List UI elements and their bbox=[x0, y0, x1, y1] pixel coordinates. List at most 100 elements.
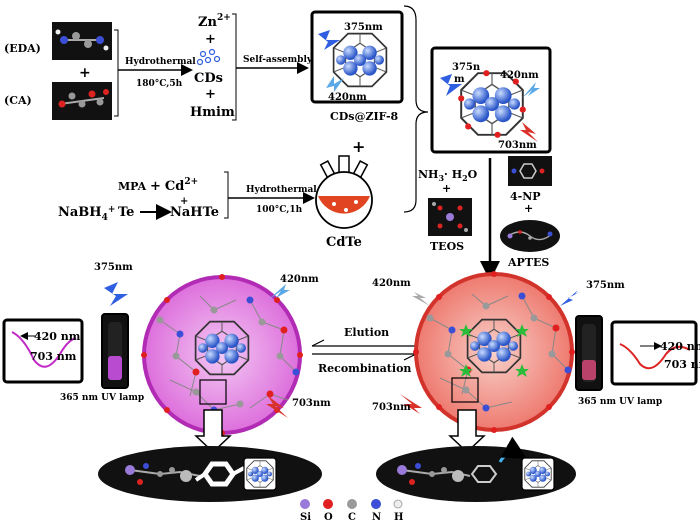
right-grey-bolt-icon bbox=[412, 292, 430, 306]
hydrothermal-label-1: Hydrothermal bbox=[125, 57, 196, 67]
hydrothermal-condition-2: 100°C,1h bbox=[256, 205, 303, 215]
h2o-label: · H bbox=[444, 168, 462, 181]
aptes-label: APTES bbox=[507, 256, 549, 269]
left-vial bbox=[101, 313, 129, 389]
svg-text:+Cd2+: + Cd2+ bbox=[150, 177, 198, 194]
reagent-plus-2: + bbox=[205, 87, 216, 102]
composite-blue-bolt-icon bbox=[522, 82, 540, 98]
zn-label: Zn bbox=[198, 15, 217, 30]
nabh4-plus: + bbox=[108, 205, 116, 215]
composite-crystal-icon bbox=[458, 70, 526, 138]
legend-o: O bbox=[324, 512, 333, 522]
legend-o-swatch bbox=[323, 499, 333, 509]
right-cavity-box bbox=[451, 377, 479, 403]
legend-si-swatch bbox=[300, 499, 310, 509]
nabh4-label: NaBH bbox=[58, 205, 102, 220]
left-wl-375: 375nm bbox=[94, 262, 133, 273]
right-release-arrow bbox=[498, 436, 528, 463]
fournp-label: 4-NP bbox=[510, 190, 541, 203]
silica-plus-1: + bbox=[442, 182, 451, 195]
left-atom-beads bbox=[156, 296, 300, 414]
composite-red-bolt-icon bbox=[520, 122, 538, 142]
composite-excite-bolt-icon bbox=[440, 74, 462, 96]
elution-label: Elution bbox=[344, 326, 389, 339]
reagent-bracket bbox=[232, 13, 237, 121]
te-label: Te bbox=[118, 205, 134, 220]
left-wl-703: 703nm bbox=[292, 398, 331, 409]
silica-plus-2: + bbox=[524, 202, 533, 215]
left-imprinted-sphere bbox=[141, 274, 303, 436]
right-wl-375: 375nm bbox=[586, 280, 625, 291]
elution-recombination: Elution Recombination bbox=[311, 326, 417, 375]
cd-label: Cd bbox=[165, 179, 184, 194]
eda-molecule-icon bbox=[55, 29, 109, 51]
right-atom-beads bbox=[426, 292, 572, 412]
left-red-bolt-icon bbox=[266, 396, 288, 418]
legend-n: N bbox=[372, 512, 381, 522]
h2o-sub: 2 bbox=[462, 173, 468, 183]
right-chain-icon bbox=[397, 463, 471, 485]
left-spec-420: 420 nm bbox=[34, 330, 81, 343]
teos-label: TEOS bbox=[430, 240, 464, 253]
left-spec-703: 703 nm bbox=[30, 350, 77, 363]
emission-bolt-icon bbox=[326, 76, 344, 92]
self-assembly-label: Self-assembly bbox=[243, 55, 313, 65]
zn-charge: 2+ bbox=[217, 13, 231, 23]
right-spec-703: 703 nm bbox=[664, 358, 700, 371]
cdte-plus-2: + bbox=[180, 196, 188, 207]
legend-c-swatch bbox=[347, 499, 357, 509]
left-nitrophenol-icon bbox=[194, 461, 245, 487]
nahte-label: NaHTe bbox=[170, 205, 219, 220]
cds-dots-icon bbox=[196, 48, 221, 66]
zif8-emit-wl: 420nm bbox=[328, 92, 367, 103]
reagent-column: Zn2+ + CDs + Hmim Self-assembly bbox=[190, 13, 313, 121]
hydrothermal-condition-1: 180°C,5h bbox=[136, 79, 183, 89]
legend-si: Si bbox=[300, 512, 311, 522]
cdte-plus: + bbox=[150, 179, 161, 194]
cd-charge: 2+ bbox=[184, 177, 198, 187]
teos-molecule-icon bbox=[432, 202, 468, 232]
left-zoom-arrow bbox=[194, 409, 232, 454]
cdte-product-label: CdTe bbox=[326, 235, 362, 250]
left-uv-lamp: 365 nm UV lamp bbox=[60, 393, 144, 403]
left-spectrum-curve bbox=[11, 331, 77, 368]
nh3-sub: 3 bbox=[438, 173, 444, 183]
right-binding-site-closeup bbox=[376, 436, 576, 502]
h2o-end: O bbox=[468, 168, 478, 181]
left-binding-site-closeup bbox=[98, 446, 322, 502]
legend-n-swatch bbox=[371, 499, 381, 509]
right-uv-lamp: 365 nm UV lamp bbox=[578, 397, 662, 407]
reagent-plus-1: + bbox=[205, 32, 216, 47]
cds-label: CDs bbox=[194, 71, 223, 86]
mpa-label: MPA bbox=[118, 180, 147, 193]
precursor-bracket bbox=[114, 29, 119, 117]
right-zoom-arrow bbox=[448, 409, 486, 454]
hmim-label: Hmim bbox=[190, 105, 235, 120]
composite-red-wl: 703nm bbox=[498, 140, 537, 151]
plus-top: + bbox=[352, 137, 365, 156]
ca-molecule-icon bbox=[58, 89, 109, 108]
left-wl-420: 420nm bbox=[280, 274, 319, 285]
recombination-label: Recombination bbox=[318, 362, 411, 375]
composite-excite-wl-2: m bbox=[454, 74, 465, 85]
right-spec-420: 420 nm bbox=[660, 340, 700, 353]
legend-h: H bbox=[394, 512, 403, 522]
zif8-caption: CDs@ZIF-8 bbox=[330, 110, 399, 123]
aptes-molecule-icon bbox=[507, 230, 553, 241]
excitation-bolt-icon bbox=[318, 30, 340, 50]
left-blue-bolt-icon bbox=[268, 284, 290, 300]
composite-excite-wl: 375n bbox=[452, 62, 481, 73]
right-nitrophenol-icon bbox=[470, 465, 498, 483]
right-red-bolt-icon bbox=[400, 394, 422, 414]
merge-bracket bbox=[403, 5, 429, 213]
eda-label: (EDA) bbox=[4, 42, 41, 55]
silica-reagents: NH3· H2O + TEOS 4-NP + APTES bbox=[418, 156, 560, 281]
left-chain-icon bbox=[125, 463, 201, 485]
svg-text:NH3· H2O: NH3· H2O bbox=[418, 168, 478, 183]
zif8-box: 375nm 420nm CDs@ZIF-8 bbox=[310, 10, 404, 123]
hydrothermal-label-2: Hydrothermal bbox=[246, 185, 317, 195]
fournp-molecule-icon bbox=[511, 163, 545, 179]
composite-blue-wl: 420nm bbox=[500, 70, 539, 81]
right-spectrum-curve bbox=[619, 343, 691, 370]
